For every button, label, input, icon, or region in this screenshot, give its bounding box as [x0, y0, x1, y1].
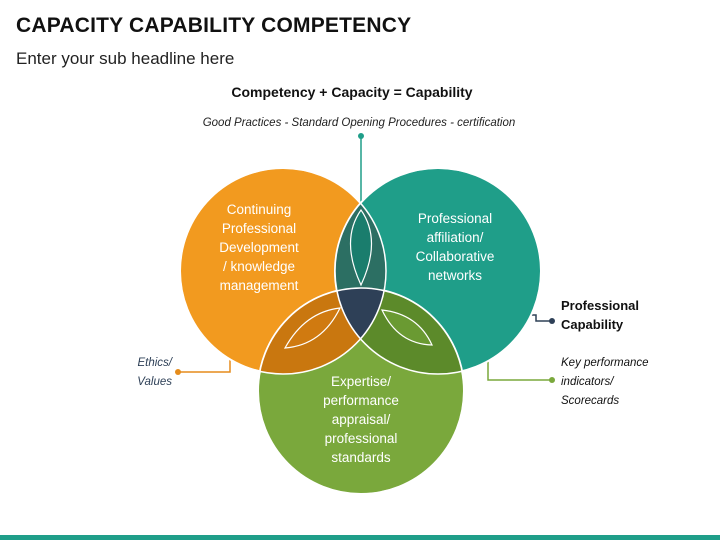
footer-bar	[0, 535, 720, 540]
left-inner-leaf	[283, 307, 342, 349]
left-note-line: Ethics/	[137, 357, 172, 369]
capability-label-line: Professional	[561, 298, 640, 313]
teal-circle-label: Professional affiliation/ Collaborative …	[392, 209, 518, 285]
teal-label-line: networks	[427, 268, 483, 283]
orange-label-line: management	[219, 278, 299, 293]
right-note-line: Scorecards	[561, 395, 620, 407]
orange-outline	[179, 167, 387, 375]
orange-label-line: Professional	[221, 221, 297, 236]
top-connector-dot	[358, 133, 364, 139]
green-label-line: performance	[323, 393, 399, 408]
capability-label-line: Capability	[561, 317, 624, 332]
right-note-line: indicators/	[561, 376, 614, 388]
teal-label-line: affiliation/	[426, 230, 484, 245]
page-title: CAPACITY CAPABILITY COMPETENCY	[16, 14, 412, 37]
equation-heading: Competency + Capacity = Capability	[231, 84, 473, 100]
teal-outline	[334, 167, 542, 375]
top-note: Good Practices - Standard Opening Proced…	[202, 117, 516, 129]
right-note-line: Key performance	[561, 357, 649, 369]
professional-capability-label: Professional Capability	[561, 296, 639, 334]
page-subtitle: Enter your sub headline here	[16, 49, 235, 68]
teal-label-line: Professional	[417, 211, 493, 226]
right-note: Key performance indicators/ Scorecards	[561, 354, 711, 411]
right-note-dot	[549, 377, 555, 383]
top-inner-leaf	[349, 208, 373, 287]
orange-label-line: / knowledge	[222, 259, 296, 274]
orange-label-line: Development	[219, 240, 299, 255]
green-label-line: Expertise/	[330, 374, 392, 389]
right-inner-leaf	[380, 309, 433, 346]
green-circle-label: Expertise/ performance appraisal/ profes…	[298, 372, 424, 467]
right-capability-dot	[549, 318, 555, 324]
green-label-line: standards	[331, 450, 391, 465]
left-note-line: Values	[137, 376, 172, 388]
teal-label-line: Collaborative	[415, 249, 495, 264]
left-note: Ethics/ Values	[120, 354, 172, 392]
orange-label-line: Continuing	[226, 202, 292, 217]
green-label-line: appraisal/	[331, 412, 391, 427]
green-label-line: professional	[324, 431, 398, 446]
orange-circle-label: Continuing Professional Development / kn…	[196, 200, 322, 295]
green-outline	[257, 287, 465, 495]
left-note-dot	[175, 369, 181, 375]
